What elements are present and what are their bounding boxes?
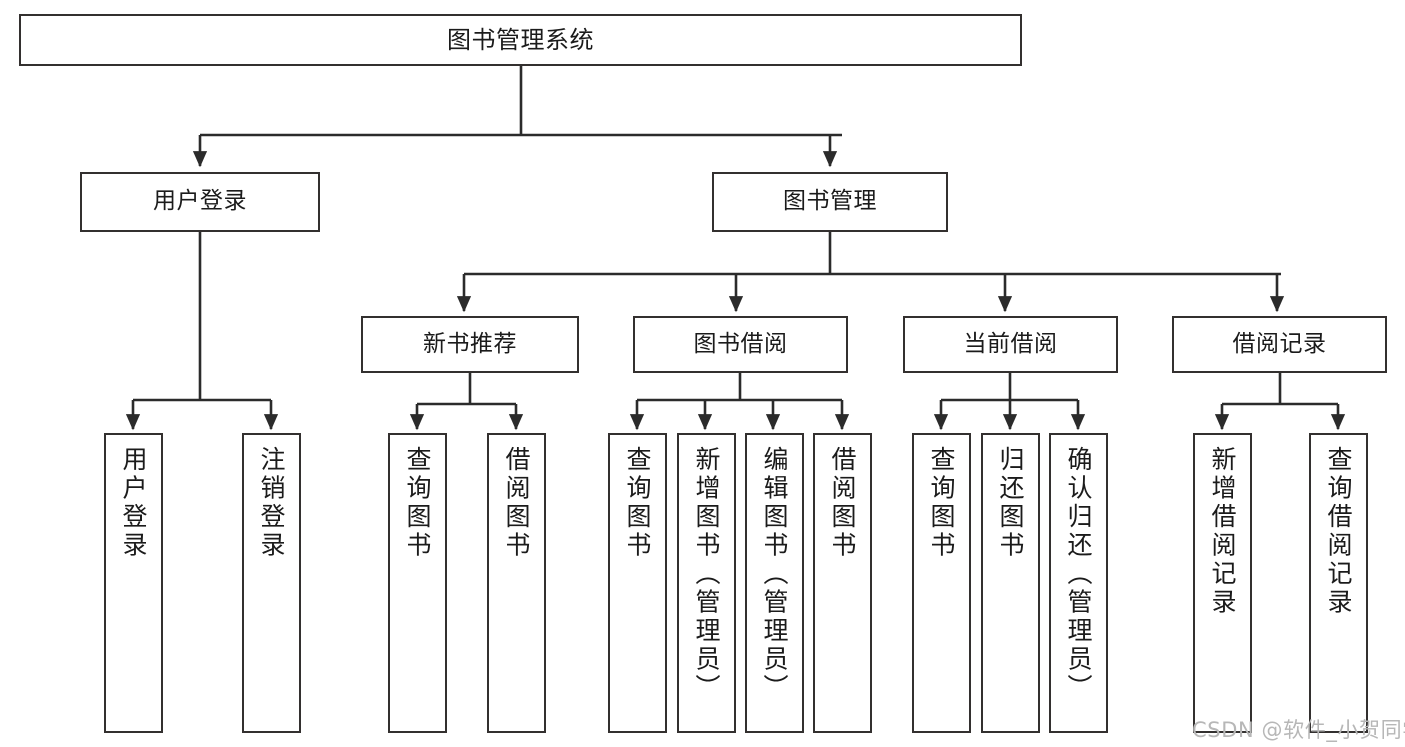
node-label: 借阅图书 [828,446,857,560]
node-borrow-record[interactable]: 借阅记录 [1172,316,1387,373]
node-label: 用户登录 [119,446,148,560]
leaf-query-book-recommend[interactable]: 查询图书 [388,433,447,733]
node-label: 图书管理系统 [447,25,594,54]
leaf-query-book-borrow[interactable]: 查询图书 [608,433,667,733]
node-label: 归还图书 [996,446,1025,560]
node-label: 编辑图书（管理员） [760,446,789,703]
node-label: 新书推荐 [423,330,517,357]
node-label: 用户登录 [153,188,247,215]
node-book-manage[interactable]: 图书管理 [712,172,948,232]
node-label: 当前借阅 [963,330,1058,357]
node-label: 查询图书 [927,446,956,560]
node-label: 借阅图书 [502,446,531,560]
node-label: 图书借阅 [693,330,788,357]
csdn-watermark: CSDN @软件_小贺同学 [1192,718,1405,742]
node-label: 图书管理 [783,188,877,215]
leaf-add-borrow-record[interactable]: 新增借阅记录 [1193,433,1252,733]
node-current-borrow[interactable]: 当前借阅 [903,316,1118,373]
leaf-logout-login[interactable]: 注销登录 [242,433,301,733]
leaf-query-book-current[interactable]: 查询图书 [912,433,971,733]
leaf-query-borrow-record[interactable]: 查询借阅记录 [1309,433,1368,733]
leaf-borrow-book-recommend[interactable]: 借阅图书 [487,433,546,733]
node-label: 注销登录 [257,446,286,560]
node-root-book-management-system[interactable]: 图书管理系统 [19,14,1022,66]
leaf-edit-book-admin[interactable]: 编辑图书（管理员） [745,433,804,733]
node-user-login[interactable]: 用户登录 [80,172,320,232]
leaf-user-login[interactable]: 用户登录 [104,433,163,733]
leaf-confirm-return-admin[interactable]: 确认归还（管理员） [1049,433,1108,733]
leaf-borrow-book[interactable]: 借阅图书 [813,433,872,733]
node-label: 查询图书 [403,446,432,560]
leaf-return-book[interactable]: 归还图书 [981,433,1040,733]
node-label: 新增图书（管理员） [692,446,721,703]
node-label: 新增借阅记录 [1208,446,1237,617]
node-new-book-recommend[interactable]: 新书推荐 [361,316,579,373]
node-book-borrow[interactable]: 图书借阅 [633,316,848,373]
node-label: 查询借阅记录 [1324,446,1353,617]
leaf-add-book-admin[interactable]: 新增图书（管理员） [677,433,736,733]
node-label: 借阅记录 [1232,330,1327,357]
node-label: 确认归还（管理员） [1064,446,1093,703]
node-label: 查询图书 [623,446,652,560]
